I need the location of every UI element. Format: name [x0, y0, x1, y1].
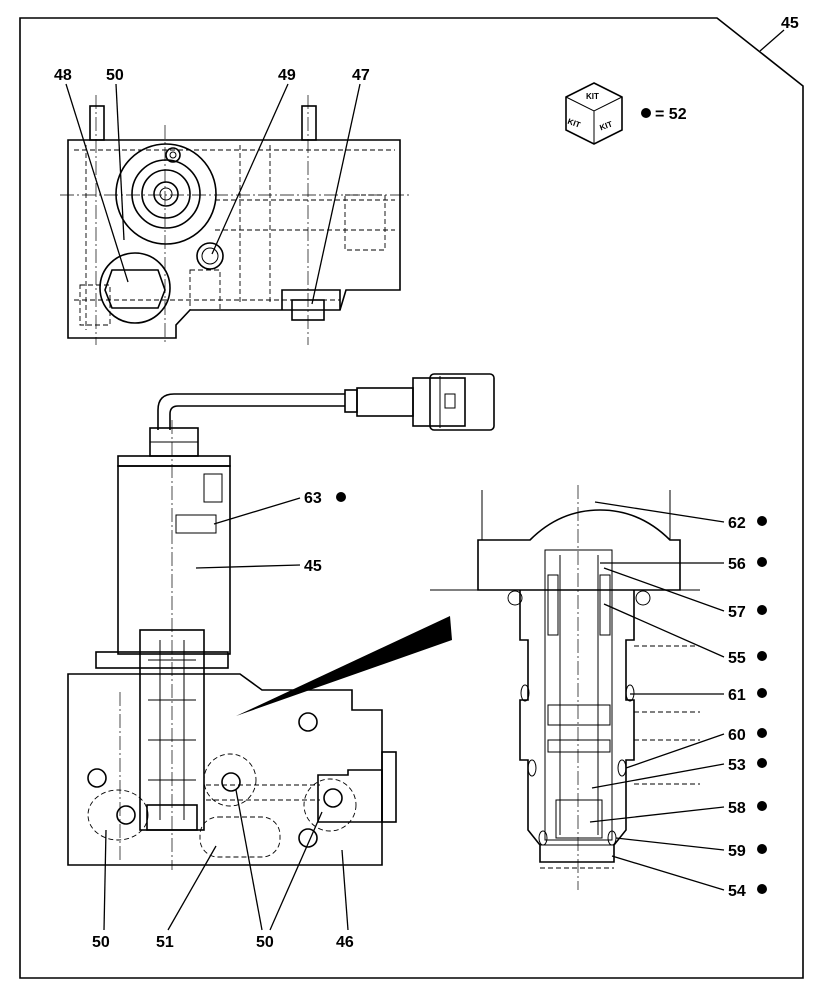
kit-bullet-icon	[641, 108, 651, 118]
cross-section-callouts: 62 56 57 55 61 60 53 58 59 54	[589, 501, 767, 900]
callout-50-bottom-left: 50	[92, 934, 110, 951]
callout-57-kit-dot	[757, 605, 767, 615]
callout-48: 48	[54, 67, 72, 84]
callout-50-bottom-center: 50	[256, 934, 274, 951]
callout-47: 47	[352, 67, 370, 84]
callout-51: 51	[156, 934, 174, 951]
fitting-47-top	[281, 289, 341, 321]
callout-53-kit-dot	[757, 758, 767, 768]
top-view-valve-body	[60, 95, 410, 345]
cartridge-cross-section	[430, 485, 700, 890]
callout-50-top: 50	[106, 67, 124, 84]
lower-valve-body	[67, 629, 397, 866]
callout-49: 49	[278, 67, 296, 84]
svg-text:KIT: KIT	[598, 119, 613, 132]
callout-55: 55	[728, 650, 746, 667]
callout-59-kit-dot	[757, 844, 767, 854]
detail-pointer-wedge	[236, 616, 452, 716]
svg-text:KIT: KIT	[566, 117, 581, 130]
kit-equals-label: = 52	[655, 106, 687, 123]
callout-62-kit-dot	[757, 516, 767, 526]
callout-53: 53	[728, 757, 746, 774]
diagram-frame	[19, 17, 804, 979]
callout-63: 63	[304, 490, 322, 507]
callout-56: 56	[728, 556, 746, 573]
callout-60: 60	[728, 727, 746, 744]
callout-59: 59	[728, 843, 746, 860]
callout-45-mid: 45	[304, 558, 322, 575]
plug-48-top	[99, 252, 171, 324]
solenoid-side-view	[95, 420, 231, 870]
wiring-connector	[157, 373, 495, 431]
kit-cube-icon: KIT KIT KIT	[565, 82, 623, 145]
callout-62: 62	[728, 515, 746, 532]
svg-text:KIT: KIT	[586, 92, 599, 101]
callout-58-kit-dot	[757, 801, 767, 811]
callout-56-kit-dot	[757, 557, 767, 567]
callout-61: 61	[728, 687, 746, 704]
callout-46: 46	[336, 934, 354, 951]
callout-58: 58	[728, 800, 746, 817]
plug-49-top	[196, 242, 224, 270]
callout-54: 54	[728, 883, 746, 900]
callout-54-kit-dot	[757, 884, 767, 894]
solenoid-top-view	[115, 143, 217, 245]
callout-55-kit-dot	[757, 651, 767, 661]
callout-61-kit-dot	[757, 688, 767, 698]
callout-60-kit-dot	[757, 728, 767, 738]
callout-63-kit-dot	[336, 492, 346, 502]
callout-57: 57	[728, 604, 746, 621]
callout-45-top: 45	[781, 15, 799, 32]
